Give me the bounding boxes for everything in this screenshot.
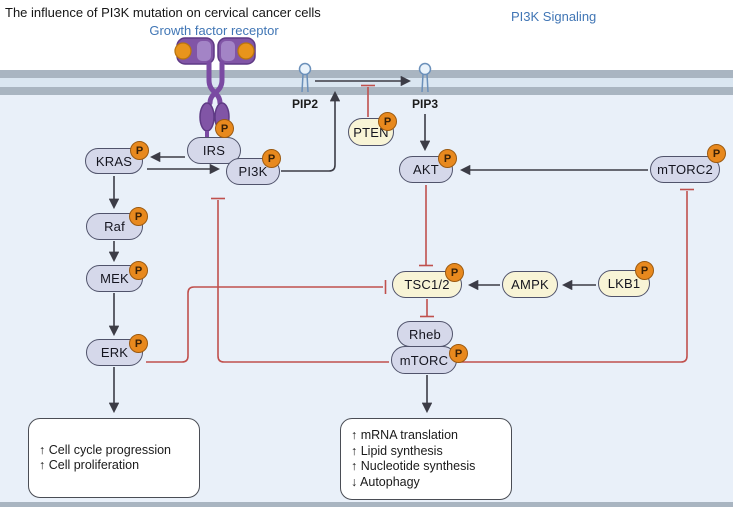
pip3-label: PIP3 [411, 97, 438, 111]
node-mtorc: mTORC [391, 346, 457, 374]
edge-tsc12-inhibits-rheb [420, 299, 434, 318]
ligand-icon [174, 42, 192, 60]
output-line: ↑ Cell cycle progression [39, 442, 171, 457]
edge-erk-inhibits-tsc12 [146, 280, 387, 363]
output-line: ↑ Lipid synthesis [351, 443, 443, 458]
phospho-badge-mtorc: P [449, 344, 468, 363]
bottom-membrane-strip [0, 502, 733, 507]
phospho-badge-mek: P [129, 261, 148, 280]
phospho-badge-lkb1: P [635, 261, 654, 280]
edge-mtorc-inhibits-irs [211, 197, 389, 363]
phospho-badge-akt: P [438, 149, 457, 168]
phospho-badge-irs: P [215, 119, 234, 138]
phospho-badge-pi3k: P [262, 149, 281, 168]
node-irs: IRS [187, 137, 241, 164]
phospho-badge-kras: P [130, 141, 149, 160]
output-line: ↑ mRNA translation [351, 428, 458, 442]
edge-akt-inhibits-tsc12 [419, 185, 433, 267]
node-ampk: AMPK [502, 271, 558, 298]
node-pi3k: PI3K [226, 158, 280, 185]
node-erk: ERK [86, 339, 143, 366]
pathway-label: PI3K Signaling [511, 9, 597, 24]
membrane-outer-leaflet [0, 70, 733, 78]
ligand-icon [237, 42, 255, 60]
left-output-box: ↑ Cell cycle progression ↑ Cell prolifer… [28, 418, 200, 498]
right-output-box: ↑ mRNA translation ↑ Lipid synthesis ↑ N… [340, 418, 512, 500]
output-line: ↑ Cell proliferation [39, 458, 140, 472]
growth-factor-receptor-icon [174, 37, 256, 140]
edge-pi3k-to-conversion [281, 90, 341, 172]
pip2-lipid-icon [298, 62, 312, 93]
node-mtorc2: mTORC2 [650, 156, 720, 183]
phospho-badge-pten: P [378, 112, 397, 131]
phospho-badge-raf: P [129, 207, 148, 226]
pip2-label: PIP2 [291, 97, 318, 111]
edge-pten-inhibits-conversion [361, 84, 375, 117]
phospho-badge-tsc12: P [445, 263, 464, 282]
output-line: ↓ Autophagy [351, 474, 420, 489]
figure-title: The influence of PI3K mutation on cervic… [5, 5, 321, 20]
node-tsc12: TSC1/2 [392, 271, 462, 298]
phospho-badge-erk: P [129, 334, 148, 353]
membrane-core [0, 78, 733, 87]
output-line: ↑ Nucleotide synthesis [351, 459, 476, 473]
edge-mtorc-inhibits-mtorc2 [459, 188, 694, 363]
pip3-lipid-icon [418, 62, 432, 93]
membrane-inner-leaflet [0, 87, 733, 95]
receptor-label: Growth factor receptor [149, 23, 279, 38]
phospho-badge-mtorc2: P [707, 144, 726, 163]
node-rheb: Rheb [397, 321, 453, 347]
